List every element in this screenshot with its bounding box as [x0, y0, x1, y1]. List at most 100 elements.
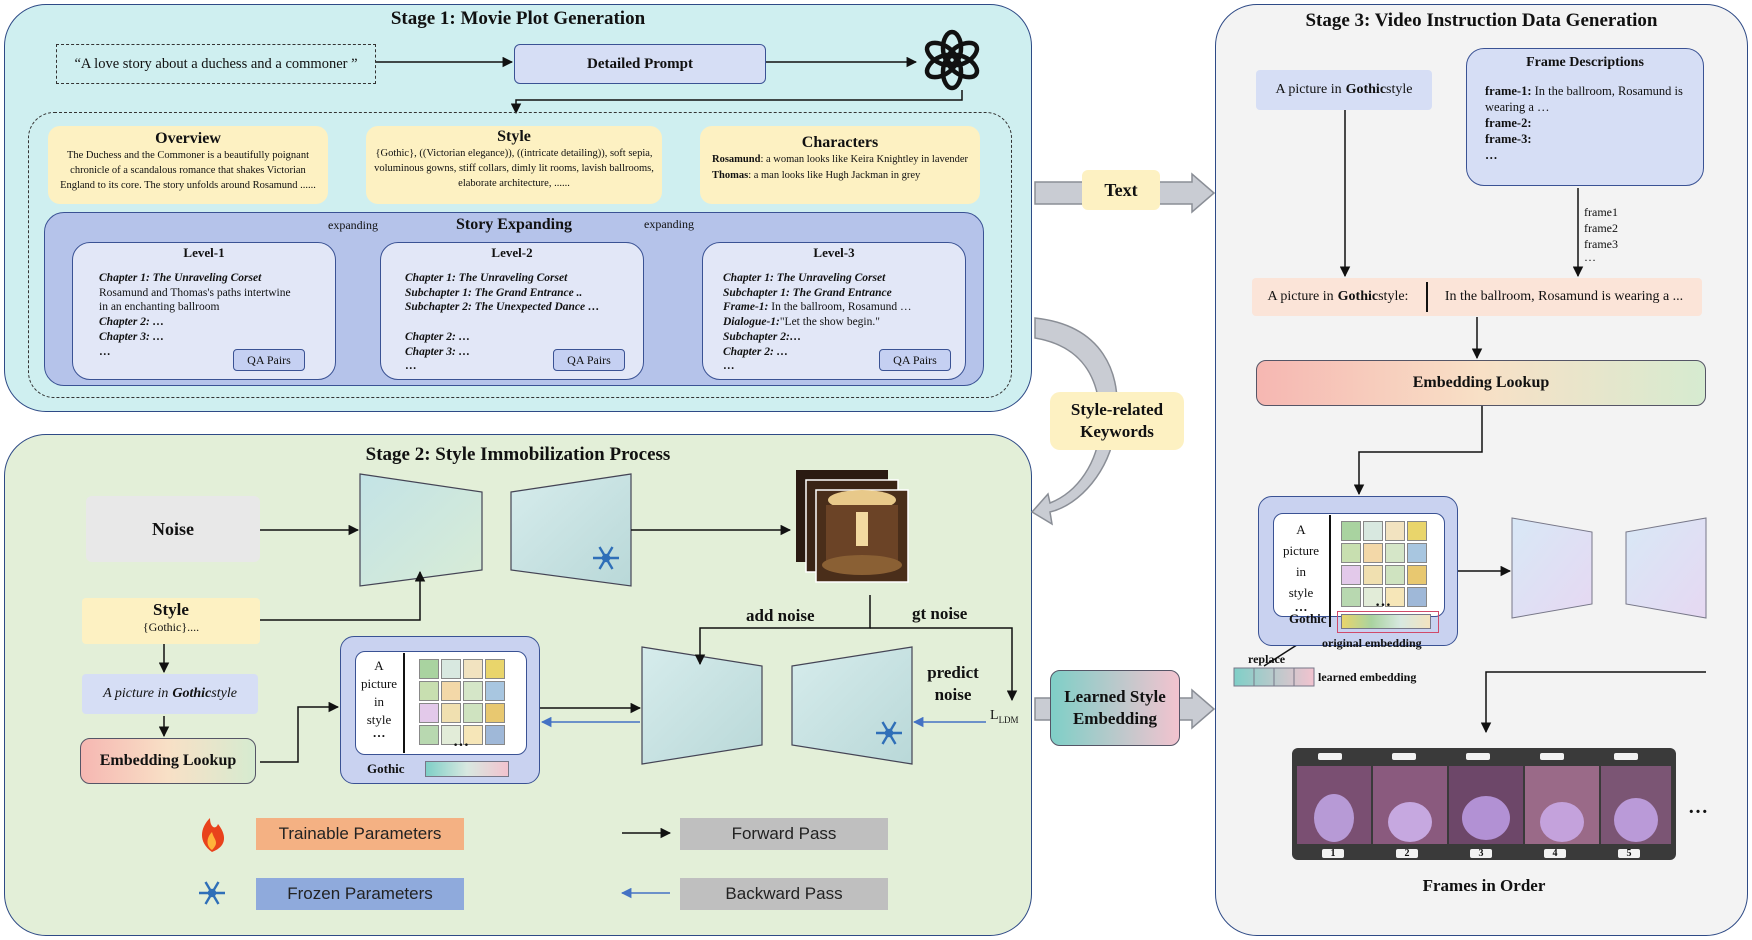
- combined-divider: [1426, 282, 1428, 312]
- stage2-token-divider: [403, 653, 405, 753]
- character-1-name: Rosamund: [712, 154, 761, 165]
- level-2-title: Level-2: [491, 245, 533, 260]
- film-number-4: 4: [1552, 848, 1558, 859]
- combined-prompt-box: A picture in Gothic style: In the ballro…: [1252, 278, 1702, 316]
- level-line: Subchapter 1: The Grand Entrance ..: [405, 286, 583, 299]
- level-line: Subchapter 2:…: [723, 330, 802, 343]
- stage2-embedding-lookup: Embedding Lookup: [80, 738, 256, 784]
- stage3-grid-cell: [1407, 521, 1427, 541]
- overview-text: The Duchess and the Commoner is a beauti…: [60, 150, 316, 191]
- qa-pairs-button-2: QA Pairs: [553, 349, 625, 371]
- stage3-picture-prompt: A picture in Gothic style: [1256, 70, 1432, 110]
- original-embedding-label: original embedding: [1322, 636, 1422, 650]
- frame2-label: frame-2:: [1485, 116, 1532, 130]
- frame3-label: frame-3:: [1485, 132, 1532, 146]
- stage2-embedding-grid: [419, 659, 505, 747]
- stage3-grid-cell: [1407, 543, 1427, 563]
- frames-list-2: frame2: [1584, 221, 1618, 235]
- original-embedding-highlight: [1337, 611, 1439, 633]
- expanding-label-1: expanding: [328, 218, 378, 232]
- frame-descriptions-box: Frame Descriptions frame-1: In the ballr…: [1466, 48, 1704, 186]
- level-line: Chapter 3: …: [405, 345, 471, 358]
- stage2-grid-cell: [419, 725, 439, 745]
- combined-suffix: style:: [1378, 289, 1409, 304]
- frames-list-4: …: [1584, 250, 1596, 264]
- stage3-embedding-lookup-label: Embedding Lookup: [1412, 374, 1550, 391]
- stage2-token-words: A picture in style …: [355, 657, 403, 740]
- level-line: Chapter 1: The Unraveling Corset: [405, 272, 568, 284]
- stage3-grid-cell: [1341, 587, 1361, 607]
- overview-title: Overview: [155, 130, 221, 147]
- characters-title: Characters: [801, 134, 879, 151]
- stage3-grid-cell: [1385, 587, 1405, 607]
- stage2-token-a: A: [374, 658, 384, 673]
- legend-backward-label: Backward Pass: [725, 884, 843, 903]
- stage3-grid-cell: [1385, 543, 1405, 563]
- film-strip: [1292, 748, 1676, 860]
- qa-pairs-label-2: QA Pairs: [567, 352, 611, 367]
- frames-list-1: frame1: [1584, 205, 1618, 219]
- gt-noise-label: gt noise: [912, 604, 968, 623]
- stage2-grid-dots: …: [453, 733, 469, 750]
- stage2-grid-cell: [485, 703, 505, 723]
- level-line: Rosamund and Thomas's paths intertwine: [99, 286, 291, 299]
- stage2-token-picture: picture: [360, 676, 398, 691]
- learned-embedding-label: learned embedding: [1318, 670, 1417, 684]
- stage2-token-panel: A picture in style … … Gothic: [340, 636, 540, 784]
- film-number-1: 1: [1330, 848, 1336, 859]
- stage2-token-dots: …: [372, 725, 386, 740]
- detailed-prompt-label: Detailed Prompt: [587, 55, 693, 72]
- legend-frozen-label: Frozen Parameters: [287, 884, 433, 903]
- frame-dots: …: [1485, 148, 1498, 162]
- stage2-title: Stage 2: Style Immobilization Process: [365, 444, 671, 465]
- level-line: Chapter 2: …: [405, 330, 471, 343]
- style-keyword-title: Style: [153, 600, 189, 619]
- level-line: Chapter 1: The Unraveling Corset: [99, 272, 262, 284]
- stage2-grid-cell: [485, 725, 505, 745]
- stage2-grid-cell: [441, 659, 461, 679]
- stage2-grid-cell: [485, 659, 505, 679]
- stage2-grid-cell: [441, 681, 461, 701]
- stage3-token-gothic: Gothic: [1289, 611, 1327, 626]
- stage2-token-in: in: [373, 694, 385, 709]
- qa-pairs-label-1: QA Pairs: [247, 352, 291, 367]
- stage2-token-gothic: Gothic: [367, 761, 405, 776]
- level-line: Subchapter 1: The Grand Entrance: [723, 286, 892, 299]
- text-label: Text: [1104, 179, 1138, 200]
- style-keyword-sub: {Gothic}....: [142, 620, 200, 634]
- style-box: Style {Gothic}, ((Victorian elegance)), …: [366, 126, 662, 204]
- story-expanding-title: Story Expanding: [455, 216, 573, 233]
- stage3-grid-cell: [1341, 521, 1361, 541]
- combined-word: Gothic: [1337, 289, 1379, 304]
- stage3-grid-cell: [1385, 521, 1405, 541]
- stage3-grid-cell: [1363, 543, 1383, 563]
- film-trailing-dots: …: [1688, 796, 1708, 818]
- stage2-token-style: style: [366, 712, 392, 727]
- stage3-grid-cell: [1341, 543, 1361, 563]
- stage3-embedding-grid: [1341, 521, 1427, 609]
- noise-label: Noise: [152, 518, 194, 539]
- generated-frames-image: [796, 470, 909, 583]
- stage3-token-style: style: [1288, 585, 1314, 600]
- stage3-token-a: A: [1296, 522, 1306, 537]
- stage3-grid-row: [1341, 565, 1427, 585]
- stage3-grid-cell: [1363, 587, 1383, 607]
- level-line: Chapter 2: …: [723, 345, 789, 358]
- level-1-title: Level-1: [183, 245, 225, 260]
- frames-list-3: frame3: [1584, 237, 1618, 251]
- stage2-grid-cell: [463, 703, 483, 723]
- stage2-picture-prompt: A picture in Gothic style: [82, 674, 258, 714]
- character-2-name: Thomas: [712, 170, 749, 181]
- stage3-picture-prefix: A picture in: [1275, 82, 1342, 97]
- qa-pairs-label-3: QA Pairs: [893, 352, 937, 367]
- stage3-title: Stage 3: Video Instruction Data Generati…: [1305, 10, 1658, 31]
- qa-pairs-button-3: QA Pairs: [879, 349, 951, 371]
- level-3-title: Level-3: [813, 245, 855, 260]
- add-noise-label: add noise: [746, 606, 815, 625]
- user-prompt-box: “A love story about a duchess and a comm…: [56, 44, 376, 84]
- characters-box: Characters Rosamund: a woman looks like …: [700, 126, 980, 204]
- frame1-text: In the ballroom, Rosamund is wearing a …: [1485, 84, 1683, 114]
- combined-prefix: A picture in: [1267, 289, 1334, 304]
- text-label-box: Text: [1082, 170, 1160, 210]
